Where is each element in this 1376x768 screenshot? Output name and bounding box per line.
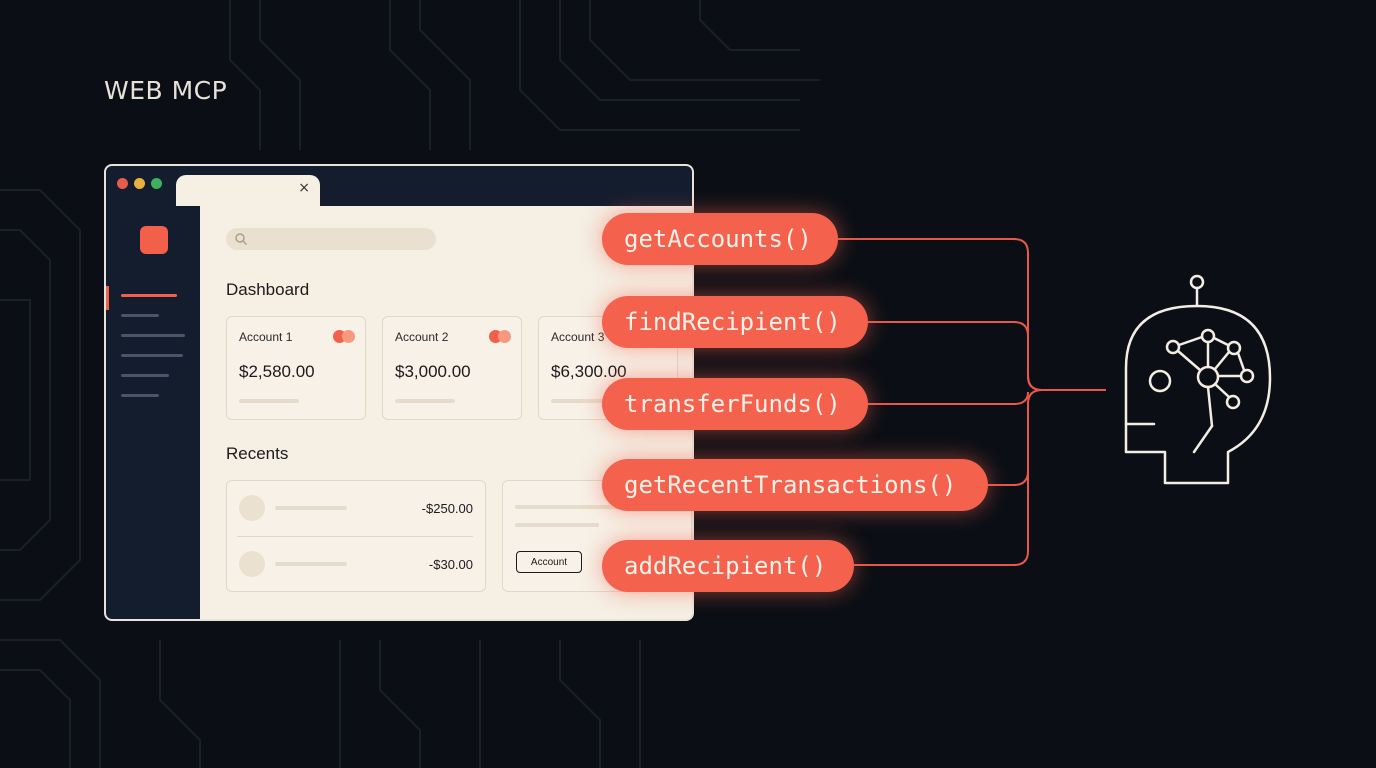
- placeholder-bar: [239, 399, 299, 403]
- placeholder-bar: [395, 399, 455, 403]
- search-icon: [235, 233, 248, 246]
- sidebar-item[interactable]: [121, 334, 185, 337]
- brand-title: WEB MCP: [104, 76, 228, 105]
- search-input[interactable]: [226, 228, 436, 250]
- card-brand-icon: [489, 330, 511, 343]
- account-button[interactable]: Account: [516, 551, 582, 573]
- window-minimize-dot[interactable]: [134, 178, 145, 189]
- transaction-amount: -$250.00: [421, 501, 473, 516]
- sidebar-item[interactable]: [121, 394, 159, 397]
- account-card[interactable]: Account 2 $3,000.00: [382, 316, 522, 420]
- dashboard-heading: Dashboard: [226, 280, 310, 299]
- sidebar-active-indicator: [106, 286, 109, 310]
- placeholder-bar: [551, 399, 611, 403]
- sidebar-item[interactable]: [121, 374, 169, 377]
- ai-head-icon: [1124, 274, 1272, 485]
- placeholder-bar: [515, 523, 599, 527]
- function-pill-get-accounts[interactable]: getAccounts(): [602, 213, 838, 265]
- sidebar-item[interactable]: [121, 354, 183, 357]
- recents-heading: Recents: [226, 444, 289, 463]
- transaction-amount: -$30.00: [428, 557, 473, 572]
- sidebar-item[interactable]: [121, 314, 159, 317]
- browser-tab[interactable]: ×: [176, 175, 320, 207]
- app-sidebar: [106, 206, 200, 619]
- row-divider: [237, 536, 473, 537]
- transaction-row[interactable]: -$250.00: [227, 481, 485, 537]
- account-card-title: Account 2: [395, 330, 449, 344]
- browser-titlebar: ×: [106, 166, 692, 207]
- card-brand-icon: [333, 330, 355, 343]
- function-pill-get-recent-transactions[interactable]: getRecentTransactions(): [602, 459, 988, 511]
- placeholder-bar: [275, 562, 347, 566]
- function-pill-transfer-funds[interactable]: transferFunds(): [602, 378, 868, 430]
- function-pill-find-recipient[interactable]: findRecipient(): [602, 296, 868, 348]
- avatar: [239, 495, 265, 521]
- account-card-amount: $6,300.00: [551, 362, 627, 381]
- account-card-title: Account 3: [551, 330, 605, 344]
- window-close-dot[interactable]: [117, 178, 128, 189]
- placeholder-bar: [515, 505, 625, 509]
- account-card-title: Account 1: [239, 330, 293, 344]
- window-maximize-dot[interactable]: [151, 178, 162, 189]
- account-card-amount: $2,580.00: [239, 362, 315, 381]
- account-card[interactable]: Account 1 $2,580.00: [226, 316, 366, 420]
- sidebar-item-active[interactable]: [121, 294, 177, 297]
- placeholder-bar: [275, 506, 347, 510]
- recent-transactions-panel: -$250.00 -$30.00: [226, 480, 486, 592]
- function-pill-add-recipient[interactable]: addRecipient(): [602, 540, 854, 592]
- app-logo-icon[interactable]: [140, 226, 168, 254]
- browser-window: × Dashboard Account 1 $2,580.00 Account …: [104, 164, 694, 621]
- account-card-amount: $3,000.00: [395, 362, 471, 381]
- transaction-row[interactable]: -$30.00: [227, 537, 485, 593]
- close-icon[interactable]: ×: [298, 180, 310, 196]
- avatar: [239, 551, 265, 577]
